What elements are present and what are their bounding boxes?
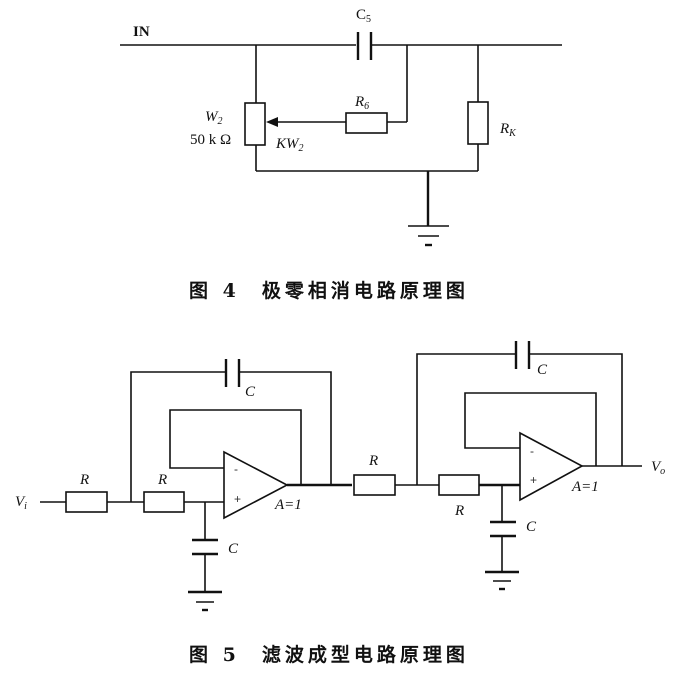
resistor-rk: [467, 101, 489, 145]
feedback-wire: [530, 353, 623, 466]
feedback-wire: [130, 371, 225, 502]
ground-icon: [485, 570, 519, 591]
capacitor-c-shunt-stage1: [192, 538, 218, 556]
output-vo-label: Vo: [651, 459, 665, 477]
inverting-input-label: -: [530, 444, 534, 458]
gain-label: A=1: [274, 497, 302, 513]
unity-feedback-wire: [464, 392, 597, 466]
ground-icon: [408, 225, 449, 247]
noninverting-input-label: +: [530, 473, 537, 487]
pot-value-label: 50 k Ω: [190, 132, 231, 148]
potentiometer-w2: [244, 102, 266, 146]
wiper-arrow-icon: [266, 117, 278, 127]
noninverting-input-label: +: [234, 492, 241, 506]
resistor-label: R: [368, 453, 378, 469]
resistor-label: R: [157, 472, 167, 488]
inverting-input-label: -: [234, 462, 238, 476]
capacitor-label: C: [228, 541, 239, 557]
capacitor-label: C: [537, 362, 548, 378]
resistor-r-stage1-b: [143, 491, 185, 513]
capacitor-c5: [356, 32, 373, 60]
capacitor-c5-label: C5: [356, 7, 371, 25]
feedback-wire: [416, 353, 515, 485]
capacitor-c-feedback-stage1: [224, 359, 241, 387]
resistor-rk-label: RK: [499, 121, 517, 139]
resistor-r-stage2-a: [353, 474, 396, 496]
resistor-r6-label: R6: [354, 94, 369, 112]
pot-w2-label: W2: [205, 109, 223, 127]
wiper-kw2-label: KW2: [275, 136, 304, 154]
op-amp-stage2: [519, 431, 584, 502]
resistor-label: R: [79, 472, 89, 488]
figure-5-filter-shaping: Vi R R C - + A=1 C: [15, 341, 665, 612]
capacitor-c-shunt-stage2: [490, 520, 516, 538]
input-label-in: IN: [133, 24, 150, 40]
resistor-r-stage2-b: [438, 474, 480, 496]
capacitor-c-feedback-stage2: [514, 341, 531, 369]
capacitor-label: C: [245, 384, 256, 400]
feedback-wire: [240, 371, 332, 485]
capacitor-label: C: [526, 519, 537, 535]
gain-label: A=1: [571, 479, 599, 495]
resistor-r-stage1-a: [65, 491, 108, 513]
figure-4-pole-zero-cancellation: IN C5 W2 50 k Ω KW2 R6 RK: [120, 7, 562, 247]
unity-feedback-wire: [169, 409, 302, 485]
ground-icon: [188, 590, 222, 612]
resistor-r6: [345, 112, 388, 134]
input-vi-label: Vi: [15, 494, 27, 512]
resistor-label: R: [454, 503, 464, 519]
op-amp-stage1: [223, 450, 289, 520]
